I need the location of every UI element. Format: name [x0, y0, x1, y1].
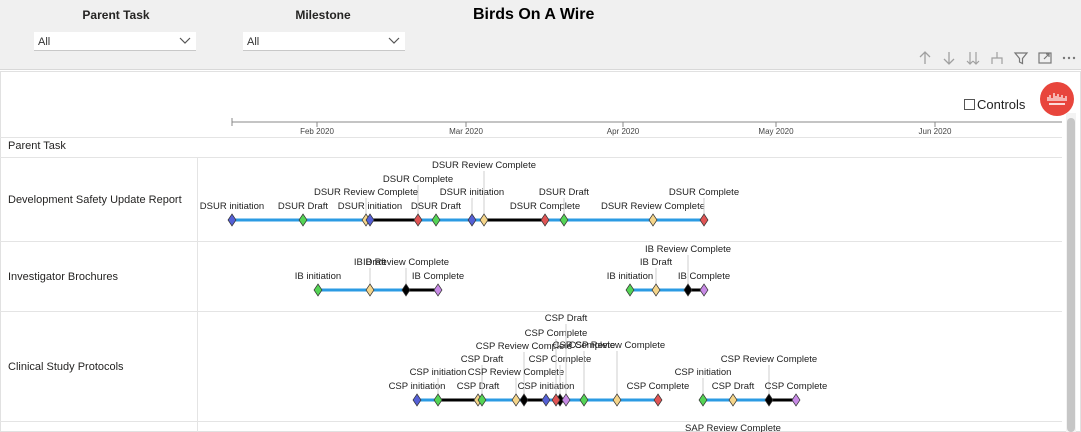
- controls-label: Controls: [977, 97, 1026, 112]
- birds-on-a-wire-visual: [0, 71, 1081, 432]
- milestone-dropdown-value: All: [247, 36, 260, 48]
- controls-toggle[interactable]: Controls: [964, 97, 1025, 112]
- parent-task-dropdown[interactable]: All: [34, 32, 196, 51]
- drill-hierarchy-icon: [991, 52, 1003, 64]
- drill-up-button[interactable]: [913, 46, 937, 70]
- filter-button[interactable]: [1009, 46, 1033, 70]
- parent-task-dropdown-value: All: [38, 36, 51, 48]
- row-label: Development Safety Update Report: [8, 194, 182, 206]
- divider: [0, 157, 1062, 158]
- milestone-dropdown[interactable]: All: [243, 32, 405, 51]
- focus-mode-icon: [1038, 52, 1052, 64]
- focus-mode-button[interactable]: [1033, 46, 1057, 70]
- divider: [0, 137, 1062, 138]
- controls-checkbox[interactable]: [964, 99, 975, 110]
- row-label: Investigator Brochures: [8, 271, 119, 283]
- drill-down-button[interactable]: [937, 46, 961, 70]
- report-title: Birds On A Wire: [473, 6, 595, 23]
- column-header-parent-task: Parent Task: [8, 140, 66, 152]
- vertical-scrollbar-thumb[interactable]: [1067, 118, 1075, 432]
- more-options-button[interactable]: [1057, 46, 1081, 70]
- row-label: Clinical Study Protocols: [8, 361, 124, 373]
- arrow-down-icon: [943, 52, 955, 65]
- divider: [0, 241, 1062, 242]
- row-label-divider: [197, 157, 198, 432]
- filter-icon: [1013, 52, 1029, 65]
- arrow-up-icon: [919, 51, 931, 64]
- go-to-next-level-button[interactable]: [961, 46, 985, 70]
- chevron-down-icon: [179, 37, 191, 44]
- divider: [0, 311, 1062, 312]
- visual-logo-icon: [1040, 82, 1074, 116]
- chevron-down-icon: [388, 37, 400, 44]
- filter-bar: Parent Task All Milestone All Birds On A…: [0, 0, 1081, 70]
- more-options-icon: [1062, 56, 1076, 60]
- expand-hierarchy-button[interactable]: [985, 46, 1009, 70]
- expand-all-down-icon: [966, 52, 980, 65]
- slicer-title-milestone: Milestone: [295, 8, 351, 22]
- visual-header-toolbar: [913, 46, 1081, 70]
- divider: [0, 421, 1062, 422]
- slicer-title-parent-task: Parent Task: [82, 8, 150, 22]
